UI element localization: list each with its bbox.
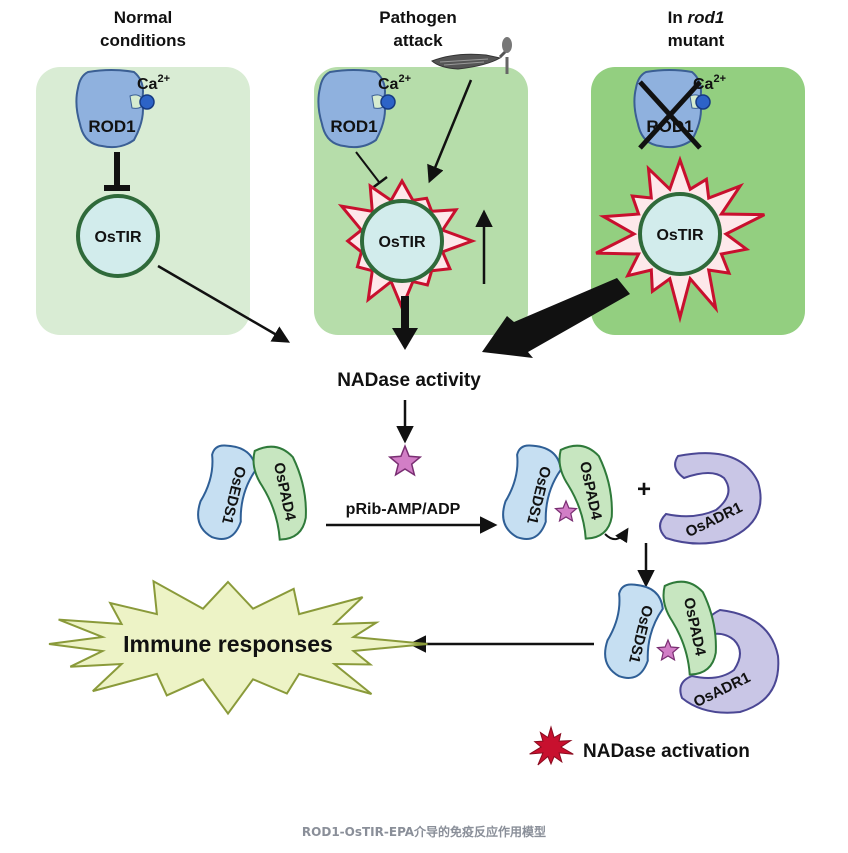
rod1-protein-normal: ROD1 (75, 69, 155, 149)
immune-responses-label: Immune responses (123, 631, 333, 657)
plus-sign: + (637, 476, 651, 503)
oseds1-protein-left: OsEDS1 (197, 444, 257, 540)
arrow-pathogen-to-ostir (427, 79, 473, 184)
calcium-ion (380, 94, 396, 110)
calcium-label-pathogen: Ca2+ (378, 73, 411, 93)
eds1-pad4-prib-complex: OsEDS1 OsPAD4 (502, 444, 629, 544)
calcium-ion (139, 94, 155, 110)
prib-amp-adp-label: pRib-AMP/ADP (346, 501, 461, 518)
calcium-label-mutant: Ca2+ (693, 73, 726, 93)
heading-normal-line2: conditions (100, 31, 186, 50)
oseds1-protein-bottom: OsEDS1 (604, 583, 664, 679)
eds1-pad4-complex: OsEDS1 OsPAD4 (197, 444, 307, 541)
heading-mutant-prefix: In (668, 8, 688, 27)
inhibit-line-pathogen (355, 151, 380, 183)
arrow-normal-to-nadase (157, 264, 291, 343)
pathogen-fungus-icon (431, 37, 512, 74)
arrow-mutant-to-nadase-thick (482, 278, 630, 358)
nadase-activation-legend-icon (529, 725, 574, 766)
heading-mutant-gene: rod1 (688, 8, 725, 27)
ospad4-protein-left: OsPAD4 (252, 445, 307, 541)
ca-text: Ca (378, 76, 399, 93)
immune-responses-burst: Immune responses (48, 579, 428, 716)
heading-mutant-line1: In rod1 (668, 8, 725, 27)
oseds1-protein-mid: OsEDS1 (502, 444, 562, 540)
prib-star-complex-icon (656, 638, 680, 662)
calcium-ion (695, 94, 711, 110)
rod1-label-normal: ROD1 (88, 117, 135, 136)
figure-caption: ROD1-OsTIR-EPA介导的免疫反应作用模型 (302, 824, 546, 839)
osadr1-protein-bottom: OsADR1 (679, 608, 780, 714)
heading-pathogen-line2: attack (393, 31, 443, 50)
nadase-activity-label: NADase activity (337, 370, 481, 391)
heading-mutant-line2: mutant (668, 31, 725, 50)
conformation-change-arrow-icon (604, 527, 629, 544)
prib-star-icon (387, 443, 423, 477)
knockout-cross-icon (638, 80, 702, 150)
ostir-label-mutant: OsTIR (656, 227, 704, 244)
ca-charge: 2+ (713, 73, 726, 85)
ospad4-protein-bottom: OsPAD4 (662, 580, 717, 676)
ostir-mutant-activated: OsTIR (595, 155, 766, 324)
ospad4-protein-mid: OsPAD4 (558, 444, 613, 540)
ca-text: Ca (693, 76, 714, 93)
arrow-pathogen-down-head (392, 328, 418, 350)
ca-charge: 2+ (157, 73, 170, 85)
rod1-protein-pathogen: ROD1 (317, 69, 396, 149)
ca-text: Ca (137, 76, 158, 93)
ostir-label-normal: OsTIR (94, 229, 142, 246)
calcium-label-normal: Ca2+ (137, 73, 170, 93)
rod1-label-pathogen: ROD1 (330, 117, 377, 136)
ca-charge: 2+ (398, 73, 411, 85)
ostir-normal: OsTIR (76, 194, 160, 278)
ostir-label-pathogen: OsTIR (378, 234, 426, 251)
osadr1-protein-top: OsADR1 (659, 452, 762, 545)
nadase-activation-label: NADase activation (583, 741, 750, 762)
eds1-pad4-adr1-complex: OsADR1 OsEDS1 OsPAD4 (604, 580, 780, 714)
heading-pathogen-line1: Pathogen (379, 8, 456, 27)
prib-star-bound-icon (554, 499, 578, 523)
heading-normal-line1: Normal (114, 8, 173, 27)
